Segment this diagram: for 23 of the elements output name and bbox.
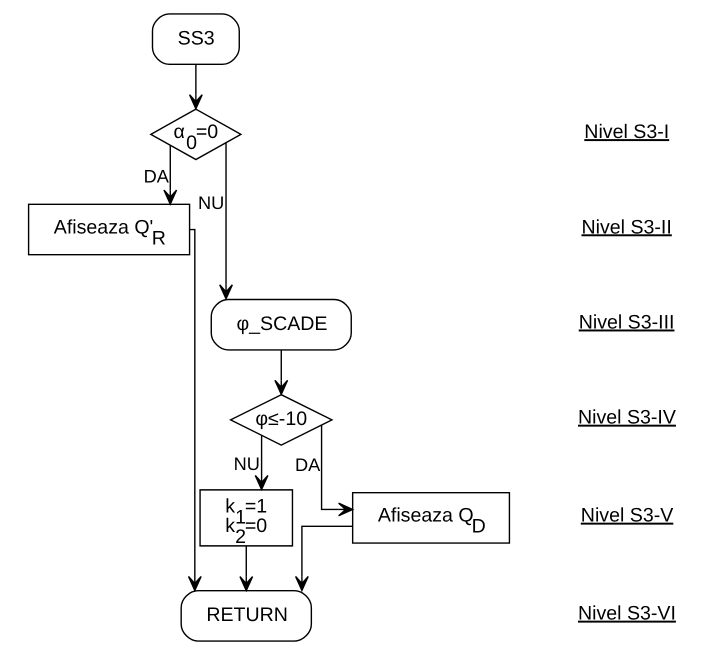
label: Nivel S3-II (582, 216, 672, 238)
arrow (219, 143, 234, 300)
arrow (239, 546, 254, 592)
node-box: RETURN (180, 590, 312, 642)
label: Nivel S3-VI (578, 602, 676, 625)
arrow (294, 526, 353, 592)
arrow (188, 64, 203, 110)
edge-label: NU (234, 454, 260, 474)
arrow (163, 145, 178, 205)
label: Nivel S3-I (584, 121, 670, 144)
edge-label: DA (144, 166, 169, 186)
node-box: φ_SCADE (210, 298, 352, 351)
node-diamond: φ≤-10 (229, 394, 334, 446)
node-box: SS3 (152, 13, 240, 66)
edge-label: NU (198, 192, 224, 213)
label: Nivel S3-III (578, 311, 674, 334)
edge-label: DA (294, 454, 320, 475)
label: Nivel S3-IV (578, 406, 676, 429)
arrow (254, 436, 269, 490)
arrow (274, 350, 288, 395)
label: Nivel S3-V (580, 504, 674, 527)
arrow (320, 425, 354, 516)
arrow (188, 228, 202, 592)
